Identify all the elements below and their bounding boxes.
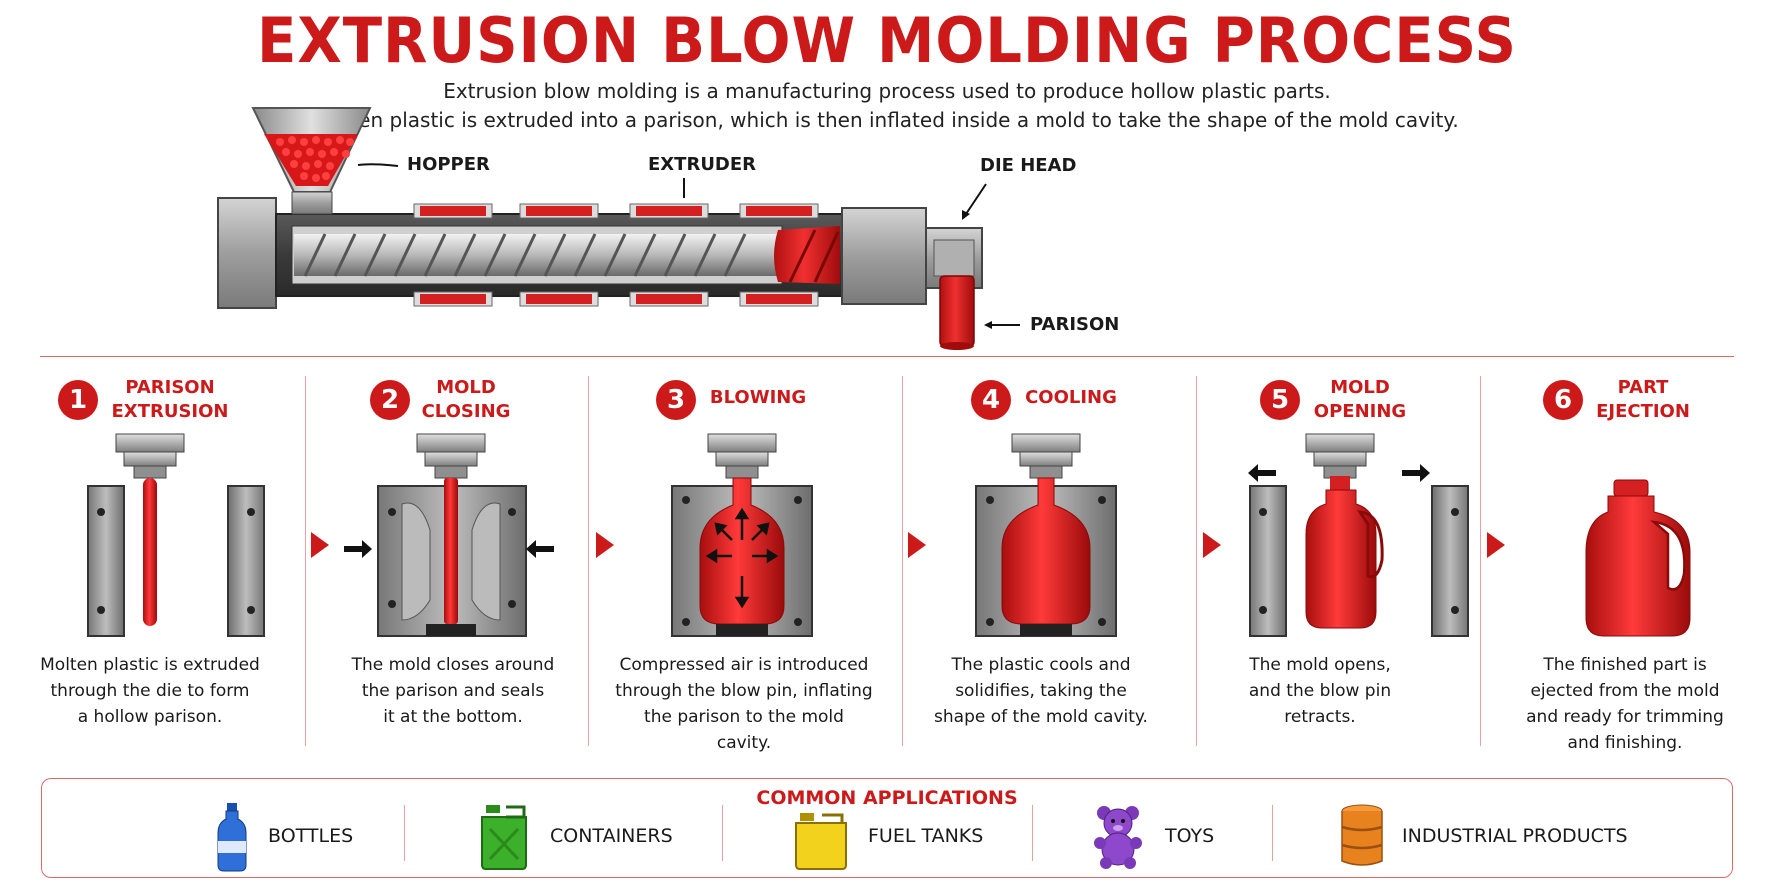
application-label: CONTAINERS	[550, 825, 673, 847]
parison-label: PARISON	[1030, 314, 1120, 335]
step-4-illustration	[975, 433, 1117, 637]
section-divider	[40, 356, 1734, 357]
hopper	[251, 107, 372, 215]
die-head	[841, 207, 983, 305]
step-number: 2	[370, 380, 410, 420]
jerrycan-icon	[481, 805, 527, 870]
step-5-illustration	[1248, 433, 1469, 637]
step-1-illustration	[87, 433, 265, 637]
screw-flights	[303, 233, 747, 277]
step-label: BLOWING	[709, 387, 807, 408]
intro-line-2: Molten plastic is extruded into a pariso…	[315, 108, 1459, 132]
application-separator	[722, 805, 723, 861]
applications-panel: COMMON APPLICATIONS BOTTLES CONTAINERS F…	[41, 778, 1733, 878]
extruder-machine-diagram	[217, 107, 1020, 350]
application-separator	[1032, 805, 1033, 861]
step-separator	[1196, 376, 1197, 746]
step-label: COOLING	[1025, 387, 1117, 408]
step-2-illustration	[344, 433, 554, 637]
arrow-left-icon	[526, 540, 554, 558]
step-number: 4	[971, 380, 1011, 420]
step-arrow-icon	[596, 532, 614, 558]
molten-plastic	[774, 226, 840, 284]
intro-line-1: Extrusion blow molding is a manufacturin…	[443, 79, 1331, 103]
step-number: 3	[656, 380, 696, 420]
step-separator	[588, 376, 589, 746]
step-separator	[305, 376, 306, 746]
air-pressure-arrows-icon	[705, 507, 779, 609]
step-arrow-icon	[311, 532, 329, 558]
application-label: BOTTLES	[268, 825, 354, 847]
arrow-left-icon	[1248, 464, 1276, 482]
drive-housing	[217, 197, 277, 309]
arrow-right-icon	[344, 540, 372, 558]
applications-title: COMMON APPLICATIONS	[756, 787, 1018, 809]
step-number: 1	[58, 380, 98, 420]
parison-tube	[939, 275, 975, 347]
step-number: 5	[1260, 380, 1300, 420]
step-number: 6	[1543, 380, 1583, 420]
step-arrow-icon	[908, 532, 926, 558]
hopper-label: HOPPER	[407, 154, 490, 175]
application-label: FUEL TANKS	[868, 825, 984, 847]
fuel-tank-icon	[795, 813, 847, 870]
step-separator	[1480, 376, 1481, 746]
step-6-illustration	[1585, 479, 1691, 637]
teddy-bear-icon	[1094, 806, 1142, 869]
arrow-right-icon	[1402, 464, 1430, 482]
application-separator	[404, 805, 405, 861]
application-separator	[1272, 805, 1273, 861]
application-label: TOYS	[1165, 825, 1215, 847]
step-separator	[902, 376, 903, 746]
step-3-illustration	[671, 433, 813, 637]
step-arrow-icon	[1487, 532, 1505, 558]
page-title: EXTRUSION BLOW MOLDING PROCESS	[257, 4, 1517, 77]
step-illustrations	[87, 433, 1691, 637]
drum-icon	[1341, 804, 1383, 866]
step-arrow-icon	[1203, 532, 1221, 558]
application-label: INDUSTRIAL PRODUCTS	[1402, 825, 1628, 847]
bottle-icon	[217, 803, 247, 872]
extruder-label: EXTRUDER	[648, 154, 757, 175]
heater-bands	[413, 203, 819, 307]
die-head-label: DIE HEAD	[980, 155, 1077, 176]
